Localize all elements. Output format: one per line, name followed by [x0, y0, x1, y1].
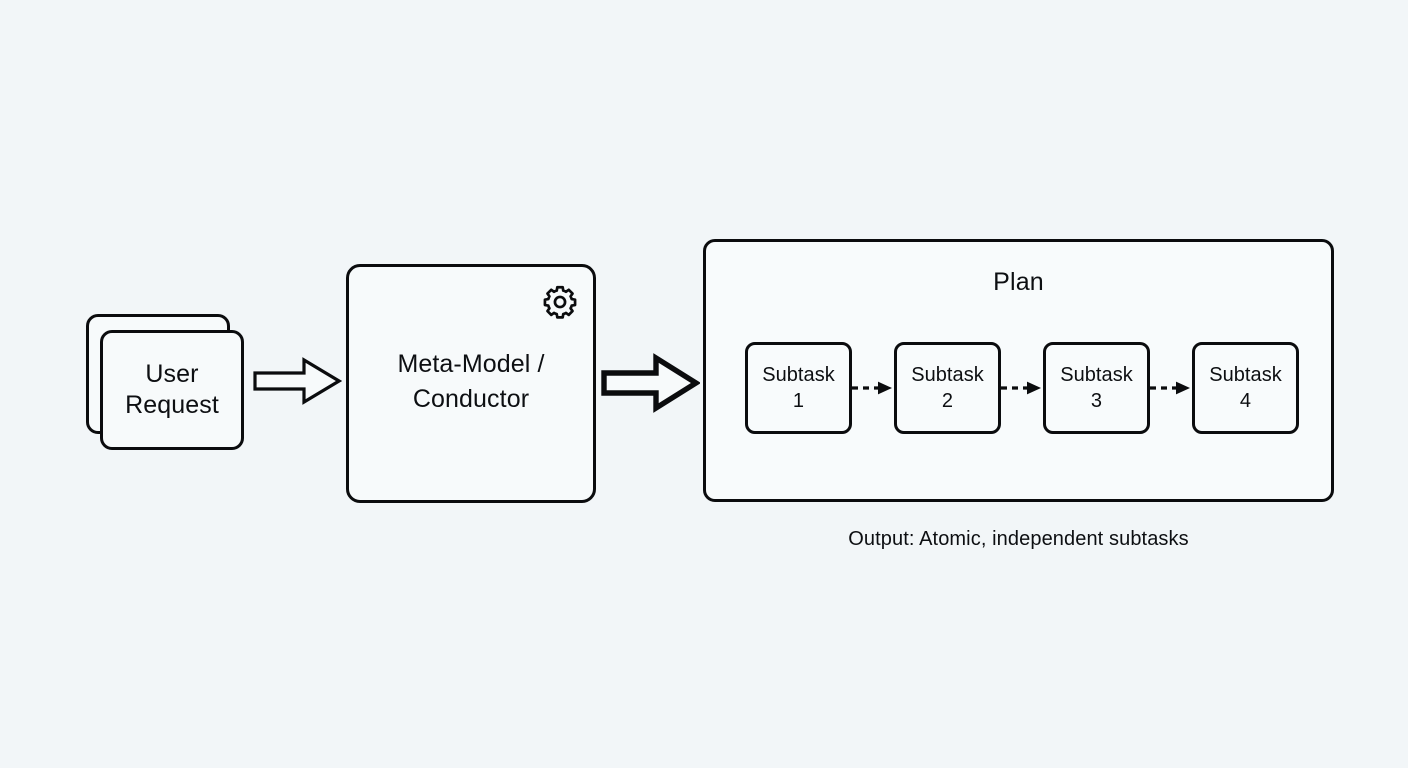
user-request-node[interactable]: User Request	[86, 314, 258, 450]
subtask-label-4-line2: 4	[1239, 390, 1252, 412]
subtask-label-2-line1: Subtask	[911, 364, 984, 386]
subtask-label-4-line1: Subtask	[1209, 364, 1282, 386]
user-request-label-line2: Request	[125, 391, 219, 419]
plan-output-caption: Output: Atomic, independent subtasks	[848, 528, 1189, 550]
subtask-label-3-line2: 3	[1090, 390, 1103, 412]
subtask-box-1[interactable]: Subtask 1	[745, 342, 852, 434]
subtask-label-1: Subtask 1	[762, 362, 835, 414]
subtask-label-3-line1: Subtask	[1060, 364, 1133, 386]
subtask-label-2-line2: 2	[941, 390, 954, 412]
arrow-user-request-to-meta-model	[252, 356, 343, 406]
gear-icon	[541, 283, 579, 321]
plan-title: Plan	[993, 268, 1044, 296]
subtask-box-3[interactable]: Subtask 3	[1043, 342, 1150, 434]
connector-subtask-1-to-2	[852, 377, 894, 399]
user-request-card-front[interactable]: User Request	[100, 330, 244, 450]
subtask-label-1-line2: 1	[792, 390, 805, 412]
subtask-row: Subtask 1 Subtask 2	[745, 342, 1299, 434]
user-request-label: User Request	[125, 359, 219, 422]
meta-model-label-line1: Meta-Model /	[397, 350, 545, 378]
user-request-label-line1: User	[145, 359, 199, 388]
subtask-box-4[interactable]: Subtask 4	[1192, 342, 1299, 434]
plan-container[interactable]: Plan Subtask 1 Subtask 2	[703, 239, 1334, 502]
arrow-meta-model-to-plan	[600, 352, 702, 414]
subtask-label-2: Subtask 2	[911, 362, 984, 414]
subtask-label-1-line1: Subtask	[762, 364, 835, 386]
subtask-label-3: Subtask 3	[1060, 362, 1133, 414]
subtask-label-4: Subtask 4	[1209, 362, 1282, 414]
connector-subtask-3-to-4	[1150, 377, 1192, 399]
subtask-box-2[interactable]: Subtask 2	[894, 342, 1001, 434]
connector-subtask-2-to-3	[1001, 377, 1043, 399]
meta-model-label-line2: Conductor	[412, 384, 530, 413]
meta-model-conductor-node[interactable]: Meta-Model / Conductor	[346, 264, 596, 503]
meta-model-label: Meta-Model / Conductor	[397, 349, 544, 418]
